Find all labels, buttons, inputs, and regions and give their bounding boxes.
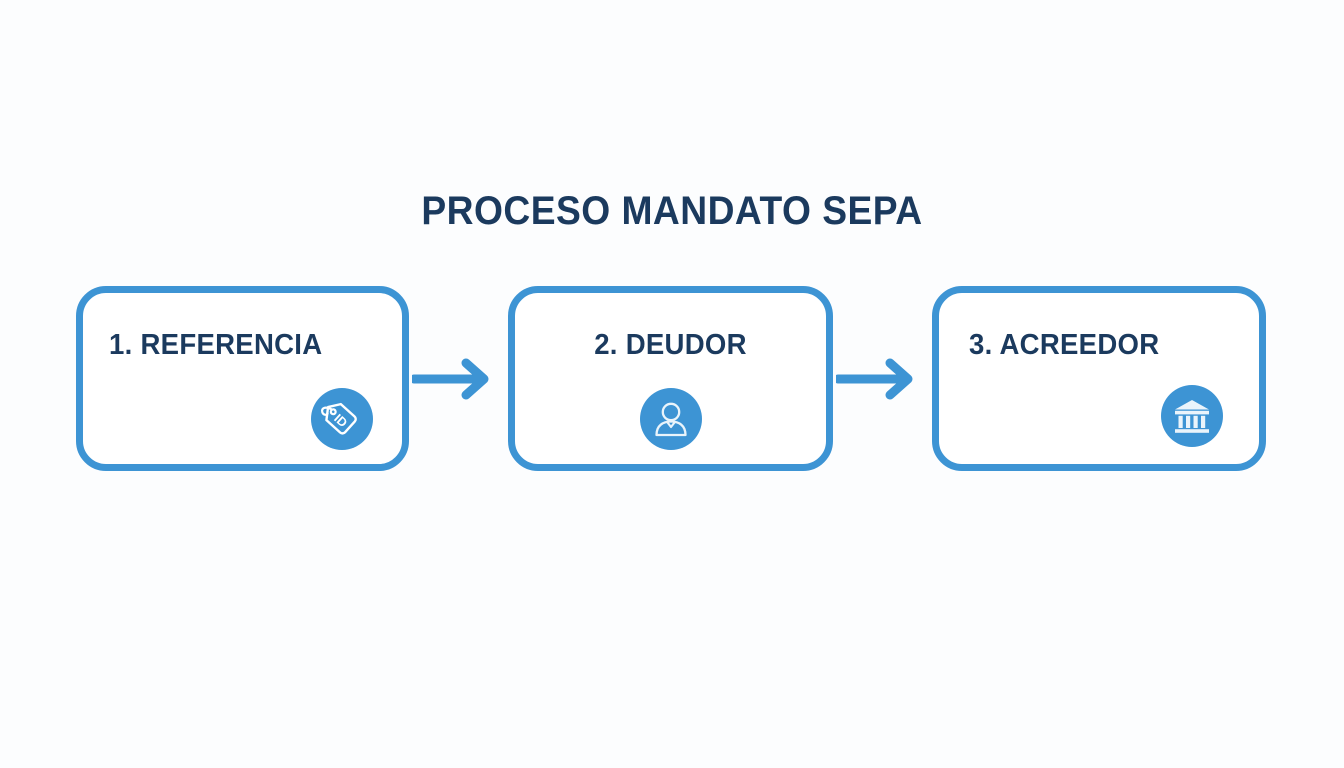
bank-icon (1161, 385, 1223, 447)
step-card-deudor[interactable]: 2. DEUDOR (508, 286, 833, 471)
step-card-label: 3. ACREEDOR (969, 329, 1160, 361)
step-card-acreedor[interactable]: 3. ACREEDOR (932, 286, 1266, 471)
step-card-label: 1. REFERENCIA (109, 329, 323, 361)
person-icon (639, 388, 702, 450)
step-card-referencia[interactable]: 1. REFERENCIA ID (76, 286, 409, 471)
page-title: PROCESO MANDATO SEPA (421, 189, 923, 233)
step-card-label: 2. DEUDOR (594, 329, 747, 361)
arrow-right-icon-2 (836, 358, 928, 400)
id-tag-icon: ID (311, 388, 373, 450)
arrow-right-icon-1 (412, 358, 504, 400)
